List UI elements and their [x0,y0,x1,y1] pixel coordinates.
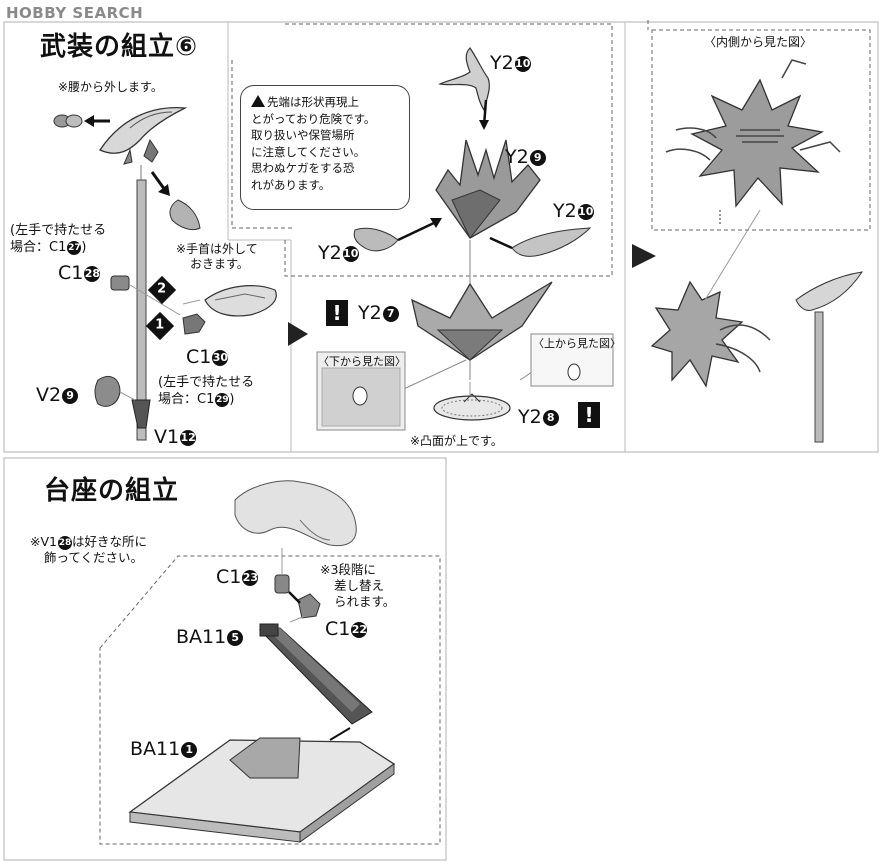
bottom-section-frame [3,457,447,861]
inset-inner-view-label: 〈内側から見た図〉 [704,35,813,49]
logo-text: HOBBY SEARCH [6,4,144,22]
caution-icon-2: ! [578,402,600,428]
section-title-stand: 台座の組立 [44,476,180,506]
caution-icon: ! [326,300,348,326]
warning-icon [251,95,265,107]
note-waist: ※腰から外します。 [58,80,163,94]
warning-line-3: 取り扱いや保管場所 [251,128,355,142]
part-c1-23: C123 [216,566,259,588]
part-c1-22: C122 [325,618,368,640]
part-c1-28: C128 [58,262,101,284]
note-wrist: ※手首は外して おきます。 [176,242,258,271]
warning-line-1: 先端は形状再現上 [267,95,359,109]
section-title-weapon: 武装の組立⑥ [40,32,199,62]
part-v1-12: V112 [154,426,197,448]
warning-line-6: れがあります。 [251,177,331,192]
warning-box: 先端は形状再現上 とがっており危険です。 取り扱いや保管場所 に注意してください… [240,85,410,210]
note-convex: ※凸面が上です。 [410,434,503,448]
warning-line-4: に注意してください。 [251,144,366,159]
top-section-frame [3,21,879,453]
part-y2-10-top: Y210 [490,52,531,74]
part-y2-10-right: Y210 [553,200,594,222]
inset-bottom-view-label: 〈下から見た図〉 [318,355,406,368]
site-logo[interactable]: HOBBY SEARCH [6,4,143,22]
inset-top-view-label: 〈上から見た図〉 [533,337,621,350]
note-three-stage: ※3段階に 差し替え られます。 [320,562,396,609]
warning-line-2: とがっており危険です。 [251,111,376,126]
warning-line-5: 思わぬケガをする恐 [251,161,355,175]
part-y2-10-left: Y210 [318,242,359,264]
part-c1-30: C130 [186,346,229,368]
